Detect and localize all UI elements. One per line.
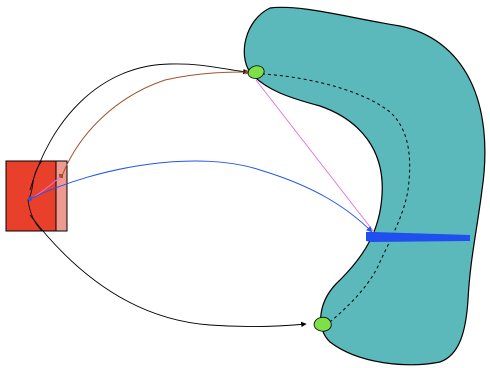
- source-block-light: [55, 160, 68, 232]
- dashed-midline-path: [261, 73, 411, 323]
- brown-path-marker: [59, 174, 63, 178]
- lower-black-arrow: [29, 214, 307, 328]
- bottom-blob-icon: [313, 316, 332, 332]
- source-block-dark: [5, 160, 57, 232]
- thick-band-taper: [366, 232, 470, 242]
- curved-target-region: [243, 6, 486, 366]
- top-blob-icon: [247, 65, 265, 79]
- brown-path: [61, 69, 251, 177]
- upper-black-arrow: [29, 63, 249, 191]
- magenta-diagonal-path: [255, 79, 375, 233]
- blue-arrow-origin: [28, 197, 32, 201]
- blue-arrow: [29, 160, 373, 233]
